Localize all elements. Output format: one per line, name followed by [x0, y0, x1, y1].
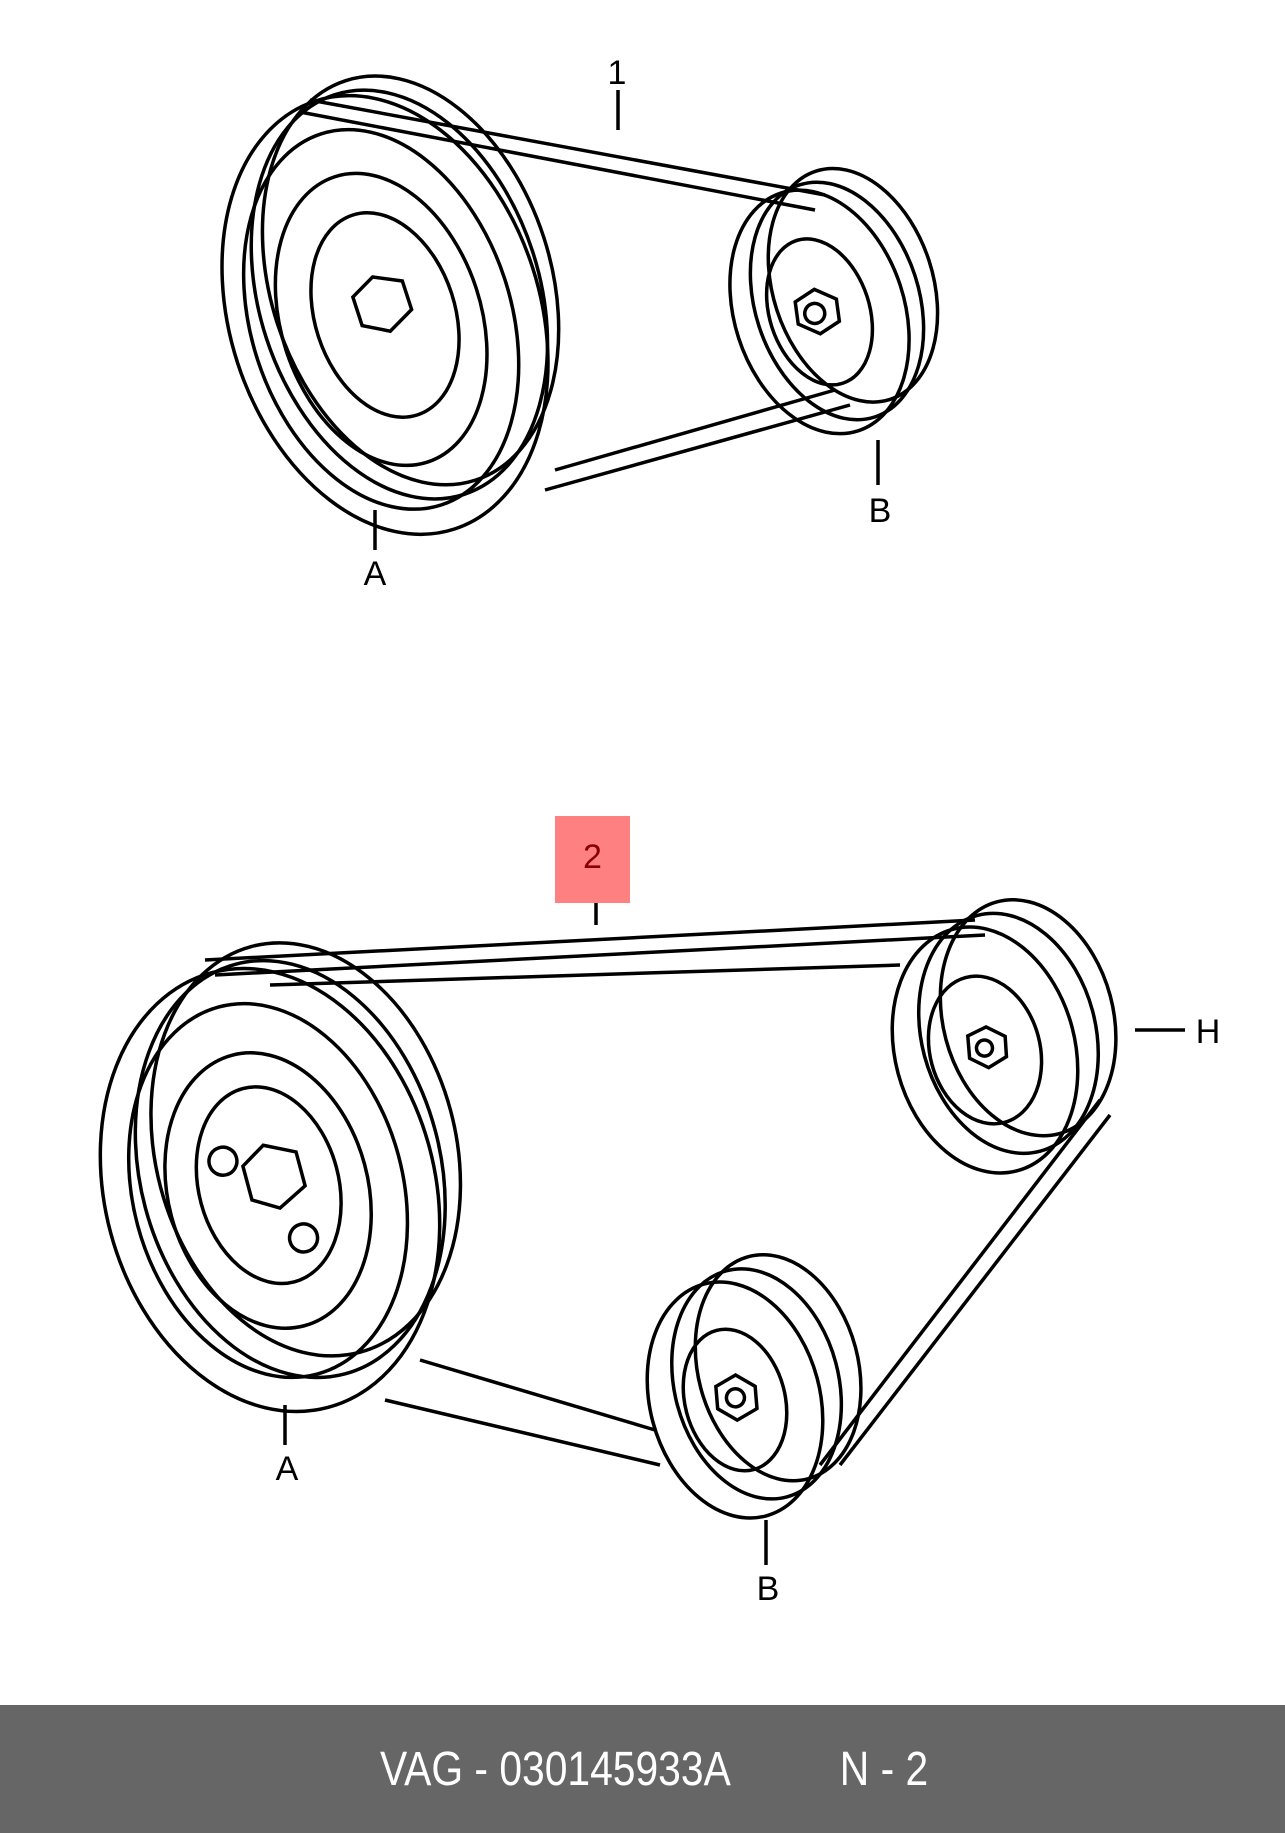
- label-a-top: A: [364, 555, 387, 593]
- bottom-belt-assembly: H A B: [98, 885, 1221, 1608]
- label-b-top: B: [869, 492, 892, 530]
- label-b-bottom: B: [757, 1570, 780, 1608]
- belt-1: [299, 98, 851, 492]
- pulley-b-bottom: [645, 1252, 863, 1520]
- belt-2: [204, 918, 1112, 1467]
- callout-2-highlight[interactable]: 2: [555, 816, 630, 903]
- pulley-b-top: [728, 166, 940, 436]
- pulley-h: [890, 898, 1118, 1175]
- callout-2: 2: [583, 838, 602, 876]
- footer-bar: VAG - 030145933A N - 2: [0, 1705, 1285, 1833]
- part-number: VAG - 030145933A: [380, 1742, 731, 1796]
- belt-drive-diagram: 1 A B: [98, 54, 1221, 1608]
- label-a-bottom: A: [276, 1450, 299, 1488]
- callout-1: 1: [608, 54, 627, 92]
- pulley-a-top: [220, 74, 561, 537]
- position-code: N - 2: [839, 1742, 929, 1796]
- pulley-a-bottom: [98, 941, 463, 1414]
- top-belt-assembly: 1 A B: [220, 54, 940, 593]
- label-h: H: [1196, 1013, 1221, 1051]
